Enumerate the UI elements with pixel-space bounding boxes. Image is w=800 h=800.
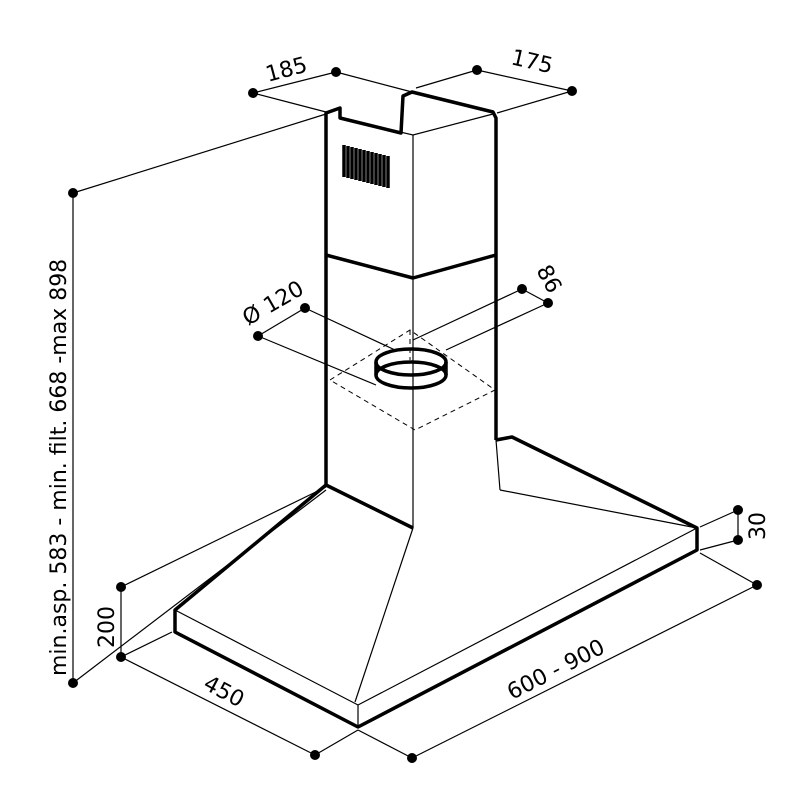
dimension-dots: [68, 65, 762, 763]
upper-chimney: [324, 90, 498, 278]
lower-chimney: [324, 253, 498, 528]
label-outlet-diameter: Ø 120: [239, 276, 309, 331]
vent-slots-icon: [342, 145, 390, 188]
label-rim-height: 30: [746, 512, 771, 540]
label-chimney-width: 175: [509, 45, 556, 79]
dimension-lines: [72, 69, 758, 759]
air-outlet: [329, 329, 496, 431]
hood-canopy: [173, 435, 699, 729]
label-hood-depth: 450: [199, 671, 248, 713]
label-canopy-height: 200: [95, 606, 120, 648]
label-total-height: min.asp. 583 - min. filt. 668 -max 898: [47, 259, 72, 676]
label-outlet-offset: 86: [531, 261, 566, 297]
label-chimney-depth: 185: [263, 53, 310, 88]
label-hood-width: 600 - 900: [503, 635, 609, 705]
